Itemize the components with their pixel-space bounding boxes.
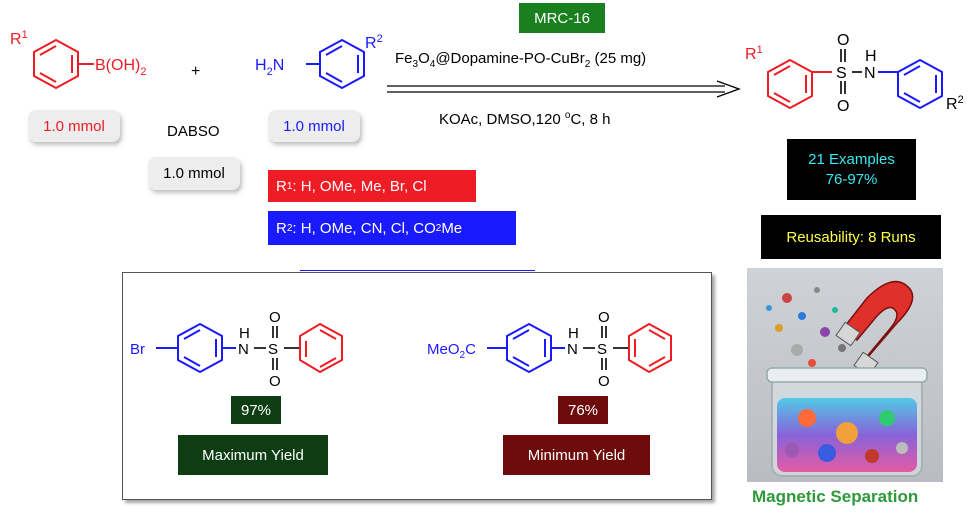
max-yield-label: Maximum Yield (178, 435, 328, 475)
max-nh-h: H (239, 325, 250, 342)
r1-label: R1 (10, 29, 28, 48)
product-r2-label: R2 (946, 94, 964, 113)
magnetic-separation-caption: Magnetic Separation (752, 487, 919, 506)
conditions-label: KOAc, DMSO,120 oC, 8 h (439, 110, 611, 128)
max-nh-n: N (238, 341, 249, 358)
min-yield-value: 76% (558, 396, 608, 424)
panel-divider-line (300, 270, 535, 271)
amine-label: H2N (255, 57, 284, 78)
product-nh-n: N (864, 65, 876, 82)
sulfonamide-product-structure: R1 S O O H N R2 (745, 32, 964, 115)
reaction-arrow (387, 80, 741, 98)
magnetic-separation-illustration (747, 268, 943, 482)
max-oxygen-top: O (269, 309, 281, 326)
reusability-box: Reusability: 8 Runs (761, 215, 941, 259)
min-yield-structure: MeO2C H N S O O (427, 309, 672, 390)
aniline-amount: 1.0 mmol (268, 110, 360, 142)
min-nh-n: N (567, 341, 578, 358)
max-sulfur: S (268, 341, 278, 358)
min-oxygen-top: O (598, 309, 610, 326)
catalyst-code-badge: MRC-16 (519, 3, 605, 33)
plus-sign: + (191, 63, 201, 80)
boronic-acid-label: B(OH)2 (95, 57, 146, 78)
min-nh-h: H (568, 325, 579, 342)
boronic-acid-amount: 1.0 mmol (28, 110, 120, 142)
aniline-structure: H2N R2 (255, 33, 383, 90)
product-oxygen-top: O (837, 32, 849, 49)
min-yield-label: Minimum Yield (503, 435, 650, 475)
product-r1-label: R1 (745, 44, 763, 63)
max-br: Br (130, 341, 145, 358)
examples-summary-box: 21 Examples 76-97% (787, 139, 916, 200)
product-nh-h: H (865, 48, 877, 65)
dabso-label: DABSO (167, 123, 220, 140)
r2-label: R2 (365, 33, 383, 52)
catalyst-label: Fe3O4@Dopamine-PO-CuBr2 (25 mg) (395, 50, 647, 70)
max-yield-value: 97% (231, 396, 281, 424)
dabso-amount: 1.0 mmol (148, 157, 240, 190)
product-sulfur: S (836, 65, 847, 82)
max-oxygen-bottom: O (269, 373, 281, 390)
min-sulfur: S (597, 341, 607, 358)
aryl-boronic-acid-structure: R1 B(OH)2 (10, 29, 146, 90)
max-yield-structure: Br H N S O O (130, 309, 343, 390)
min-oxygen-bottom: O (598, 373, 610, 390)
min-meo-label: MeO2C (427, 341, 476, 361)
product-oxygen-bottom: O (837, 98, 849, 115)
